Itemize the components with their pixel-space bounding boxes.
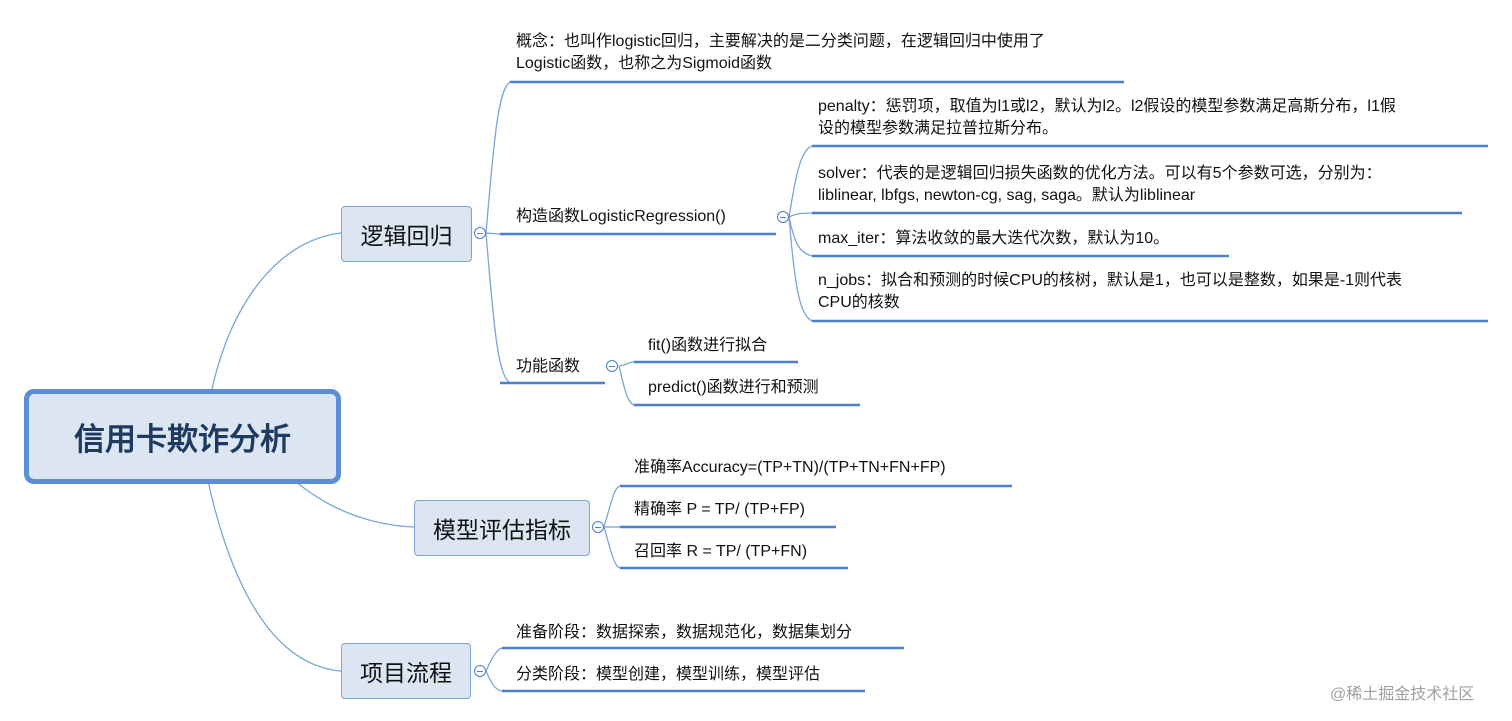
link-functions-fit	[618, 361, 635, 367]
link-process-classify	[485, 670, 503, 692]
param-solver-line2[interactable]: liblinear, lbfgs, newton-cg, sag, saga。默…	[818, 187, 1196, 204]
node-model-metrics[interactable]: 模型评估指标	[414, 500, 590, 556]
collapse-toggle-metrics[interactable]	[592, 521, 604, 533]
function-fit[interactable]: fit()函数进行拟合	[648, 337, 768, 354]
metric-precision[interactable]: 精确率 P = TP/ (TP+FP)	[634, 501, 806, 518]
watermark: @稀土掘金技术社区	[1330, 686, 1475, 703]
node-logistic-regression[interactable]: 逻辑回归	[341, 206, 472, 262]
link-process-prepare	[485, 647, 503, 672]
link-root-process	[207, 480, 342, 672]
link-constructor-njobs	[788, 216, 813, 322]
collapse-toggle-logistic[interactable]	[474, 227, 486, 239]
param-n-jobs-line1[interactable]: n_jobs：拟合和预测的时候CPU的核树，默认是1，也可以是整数，如果是-1则…	[818, 272, 1403, 289]
collapse-toggle-constructor[interactable]	[777, 211, 789, 223]
process-prepare[interactable]: 准备阶段：数据探索，数据规范化，数据集划分	[516, 624, 853, 641]
link-metrics-accuracy	[603, 485, 621, 528]
link-functions-predict	[618, 365, 635, 406]
link-constructor-solver	[788, 212, 813, 218]
metric-accuracy[interactable]: 准确率Accuracy=(TP+TN)/(TP+TN+FN+FP)	[634, 459, 946, 476]
param-n-jobs-line2[interactable]: CPU的核数	[818, 294, 900, 311]
link-metrics-recall	[603, 526, 621, 569]
collapse-toggle-process[interactable]	[474, 665, 486, 677]
link-logistic-constructor	[485, 232, 501, 235]
param-penalty-line2[interactable]: 设的模型参数满足拉普拉斯分布。	[818, 120, 1059, 137]
metric-recall[interactable]: 召回率 R = TP/ (TP+FN)	[634, 543, 808, 560]
functions-label[interactable]: 功能函数	[516, 358, 581, 375]
node-project-process[interactable]: 项目流程	[341, 643, 471, 699]
function-predict[interactable]: predict()函数进行和预测	[648, 379, 819, 396]
param-solver-line1[interactable]: solver：代表的是逻辑回归损失函数的优化方法。可以有5个参数可选，分别为：	[818, 165, 1382, 182]
link-root-metrics	[294, 480, 415, 528]
process-classify[interactable]: 分类阶段：模型创建，模型训练，模型评估	[516, 666, 821, 683]
link-root-logistic	[211, 232, 342, 390]
constructor-label[interactable]: 构造函数LogisticRegression()	[516, 208, 726, 225]
link-logistic-functions	[485, 232, 511, 384]
root-node[interactable]: 信用卡欺诈分析	[24, 389, 341, 484]
param-penalty-line1[interactable]: penalty：惩罚项，取值为l1或l2，默认为l2。l2假设的模型参数满足高斯…	[818, 98, 1396, 115]
link-constructor-maxiter	[788, 216, 813, 257]
concept-text-line2[interactable]: Logistic函数，也称之为Sigmoid函数	[516, 55, 773, 72]
concept-text-line1[interactable]: 概念：也叫作logistic回归，主要解决的是二分类问题，在逻辑回归中使用了	[516, 33, 1045, 50]
param-max-iter[interactable]: max_iter：算法收敛的最大迭代次数，默认为10。	[818, 230, 1170, 247]
link-logistic-concept	[485, 81, 511, 234]
collapse-toggle-functions[interactable]	[606, 360, 618, 372]
link-constructor-penalty	[788, 145, 813, 218]
